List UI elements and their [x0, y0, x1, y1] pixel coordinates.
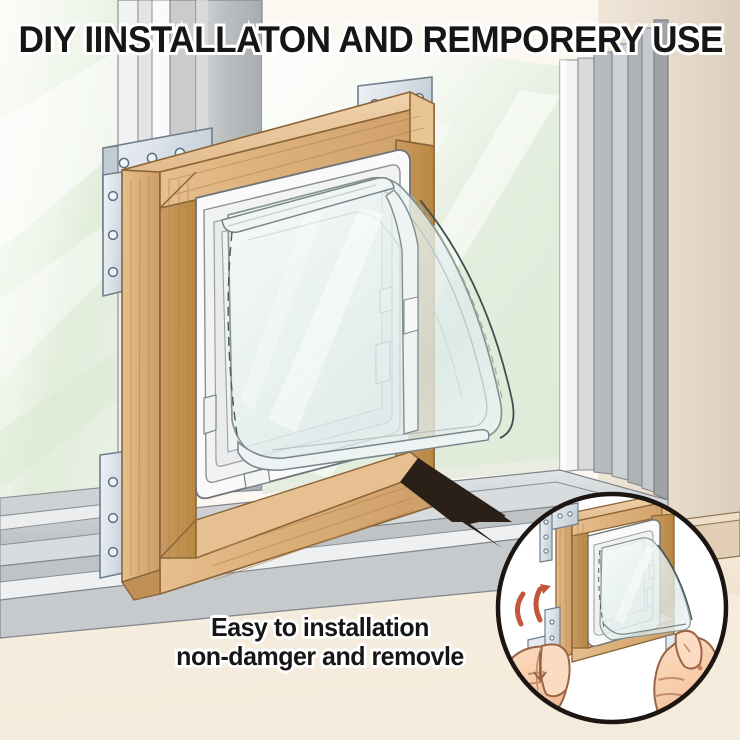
pet-door-flap — [221, 176, 515, 471]
pet-door-wood-frame — [121, 91, 435, 601]
inset-flap — [598, 537, 693, 641]
motion-arc-icon — [515, 586, 543, 627]
inset-content — [499, 495, 725, 721]
inset-detail-circle — [495, 491, 729, 725]
motion-arrow-head — [540, 584, 551, 594]
pointer-arrow — [400, 458, 512, 548]
inset-border — [495, 491, 729, 725]
left-glass-panel — [0, 0, 118, 528]
latch-tab — [243, 467, 271, 489]
hinge-block-left — [203, 394, 217, 435]
wood-bottom-left-end — [121, 569, 161, 601]
left-thumb — [539, 643, 571, 698]
wood-left-outer — [121, 159, 161, 583]
right-door-jamb — [559, 19, 669, 501]
